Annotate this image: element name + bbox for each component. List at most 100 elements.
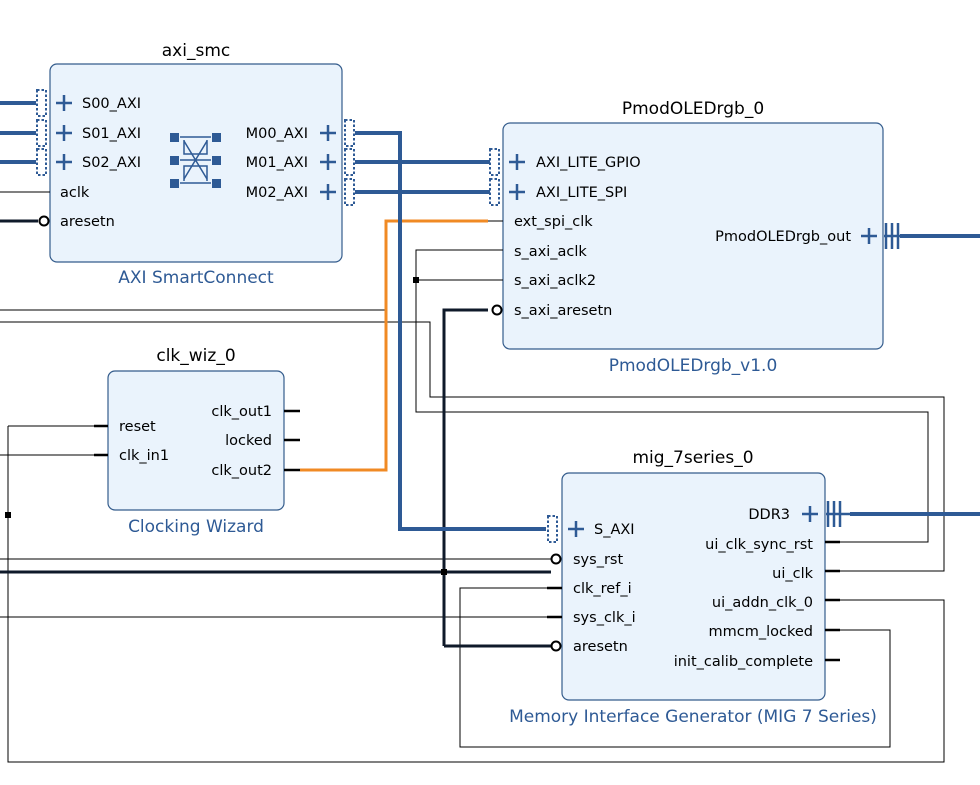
expand-plus-icon[interactable] (320, 125, 336, 141)
active-low-circle-icon (491, 304, 503, 316)
pin-ui-clk[interactable]: ui_clk (772, 566, 840, 582)
port-label: aresetn (60, 214, 115, 230)
bus-pin-s02-axi[interactable]: S02_AXI (36, 148, 141, 176)
bus-pin-s-axi[interactable]: S_AXI (547, 515, 635, 543)
pin-init-calib-complete[interactable]: init_calib_complete (674, 654, 840, 670)
pin-clk-out2[interactable]: clk_out2 (211, 463, 300, 479)
port-label: AXI_LITE_SPI (536, 185, 627, 201)
instance-name: clk_wiz_0 (156, 346, 235, 366)
port-label: PmodOLEDrgb_out (715, 229, 851, 245)
pmodoledrgb-block[interactable]: PmodOLEDrgb_0 PmodOLEDrgb_v1.0 AXI_LITE_… (488, 99, 900, 376)
pin-s-axi-aresetn[interactable]: s_axi_aresetn (491, 303, 613, 319)
pin-ext-spi-clk[interactable]: ext_spi_clk (488, 214, 593, 230)
bus-m00-to-mig[interactable] (355, 131, 546, 531)
port-label: ui_addn_clk_0 (712, 595, 813, 611)
pin-ui-clk-sync-rst[interactable]: ui_clk_sync_rst (705, 537, 840, 553)
bus-pin-m02-axi[interactable]: M02_AXI (246, 178, 355, 206)
ip-name: PmodOLEDrgb_v1.0 (609, 356, 778, 376)
pin-s-axi-aclk[interactable]: s_axi_aclk (488, 244, 587, 260)
net-aresetn-pmod[interactable] (442, 308, 488, 646)
pin-locked[interactable]: locked (225, 433, 300, 449)
bus-connector-icon (489, 178, 500, 206)
instance-name: mig_7series_0 (632, 448, 753, 468)
port-label: S00_AXI (82, 96, 141, 112)
active-low-circle-icon (550, 553, 562, 565)
pin-aresetn[interactable]: aresetn (550, 639, 628, 655)
junction-dot (413, 277, 419, 283)
pin-aresetn[interactable]: aresetn (38, 214, 115, 230)
bus-pin-s00-axi[interactable]: S00_AXI (36, 89, 141, 117)
pin-mmcm-locked[interactable]: mmcm_locked (709, 624, 840, 640)
port-label: aresetn (573, 639, 628, 655)
pin-clk-in1[interactable]: clk_in1 (94, 448, 169, 464)
port-label: s_axi_aclk2 (514, 273, 596, 289)
bus-pin-m00-axi[interactable]: M00_AXI (246, 119, 355, 147)
active-low-circle-icon (550, 640, 562, 652)
port-label: AXI_LITE_GPIO (536, 155, 641, 171)
port-label: clk_in1 (119, 448, 169, 464)
port-label: ext_spi_clk (514, 214, 593, 230)
bus-pin-s01-axi[interactable]: S01_AXI (36, 119, 141, 147)
expand-plus-icon[interactable] (56, 95, 72, 111)
expand-plus-icon[interactable] (861, 228, 877, 244)
pin-ui-addn-clk-0[interactable]: ui_addn_clk_0 (712, 595, 840, 611)
net-s-axi-aclk[interactable] (415, 249, 929, 543)
port-label: DDR3 (748, 507, 790, 523)
bus-connector-icon (36, 148, 47, 176)
port-label: clk_out1 (211, 404, 272, 420)
port-label: S02_AXI (82, 155, 141, 171)
junction-dot (5, 512, 11, 518)
bus-pin-pmodoledrgb-out[interactable]: PmodOLEDrgb_out (715, 223, 900, 249)
block-body[interactable] (561, 472, 826, 701)
bus-connector-icon (36, 119, 47, 147)
bus-connector-icon (489, 148, 500, 176)
port-label: sys_rst (573, 552, 623, 568)
port-label: sys_clk_i (573, 610, 636, 626)
port-label: ui_clk_sync_rst (705, 537, 813, 553)
port-label: clk_ref_i (573, 581, 632, 597)
port-label: s_axi_aclk (514, 244, 587, 260)
net-ext-spi-clk[interactable] (300, 219, 488, 472)
expand-plus-icon[interactable] (509, 184, 525, 200)
port-label: init_calib_complete (674, 654, 813, 670)
bus-pin-axi-lite-spi[interactable]: AXI_LITE_SPI (489, 178, 627, 206)
block-body[interactable] (49, 63, 343, 263)
expand-plus-icon[interactable] (320, 184, 336, 200)
ip-name: Clocking Wizard (128, 517, 264, 537)
expand-plus-icon[interactable] (56, 125, 72, 141)
instance-name: PmodOLEDrgb_0 (622, 99, 764, 119)
port-label: mmcm_locked (709, 624, 813, 640)
port-label: M02_AXI (246, 185, 308, 201)
expand-plus-icon[interactable] (802, 506, 818, 522)
pin-reset[interactable]: reset (94, 419, 156, 435)
expand-plus-icon[interactable] (320, 154, 336, 170)
block-body[interactable] (502, 122, 884, 350)
axi-smartconnect-block[interactable]: axi_smc AXI SmartConnect S00_AXI S01_AXI… (36, 41, 355, 288)
bus-connector-icon (344, 178, 355, 206)
bus-pin-m01-axi[interactable]: M01_AXI (246, 148, 355, 176)
pin-s-axi-aclk2[interactable]: s_axi_aclk2 (488, 273, 596, 289)
nets (0, 101, 980, 763)
pin-sys-rst[interactable]: sys_rst (550, 552, 624, 568)
expand-plus-icon[interactable] (568, 521, 584, 537)
clocking-wizard-block[interactable]: clk_wiz_0 Clocking Wizard reset clk_in1 … (94, 346, 300, 537)
bus-pin-ddr3[interactable]: DDR3 (748, 501, 850, 527)
net-left-mid[interactable] (0, 321, 945, 572)
expand-plus-icon[interactable] (509, 154, 525, 170)
pin-clk-ref-i[interactable]: clk_ref_i (547, 581, 632, 597)
crossbar-icon (170, 133, 221, 188)
pin-aclk[interactable]: aclk (38, 185, 90, 201)
ip-name: Memory Interface Generator (MIG 7 Series… (509, 707, 877, 727)
pin-clk-out1[interactable]: clk_out1 (211, 404, 300, 420)
port-label: S_AXI (594, 522, 635, 538)
expand-plus-icon[interactable] (56, 154, 72, 170)
bus-connector-icon (344, 148, 355, 176)
net-clk-ref[interactable] (459, 587, 891, 748)
net-left-bottom-loop[interactable] (7, 426, 945, 763)
bus-connector-icon (36, 89, 47, 117)
bus-pin-axi-lite-gpio[interactable]: AXI_LITE_GPIO (489, 148, 641, 176)
mig-7series-block[interactable]: mig_7series_0 Memory Interface Generator… (509, 448, 877, 727)
pin-sys-clk-i[interactable]: sys_clk_i (547, 610, 636, 626)
bus-connector-icon (344, 119, 355, 147)
